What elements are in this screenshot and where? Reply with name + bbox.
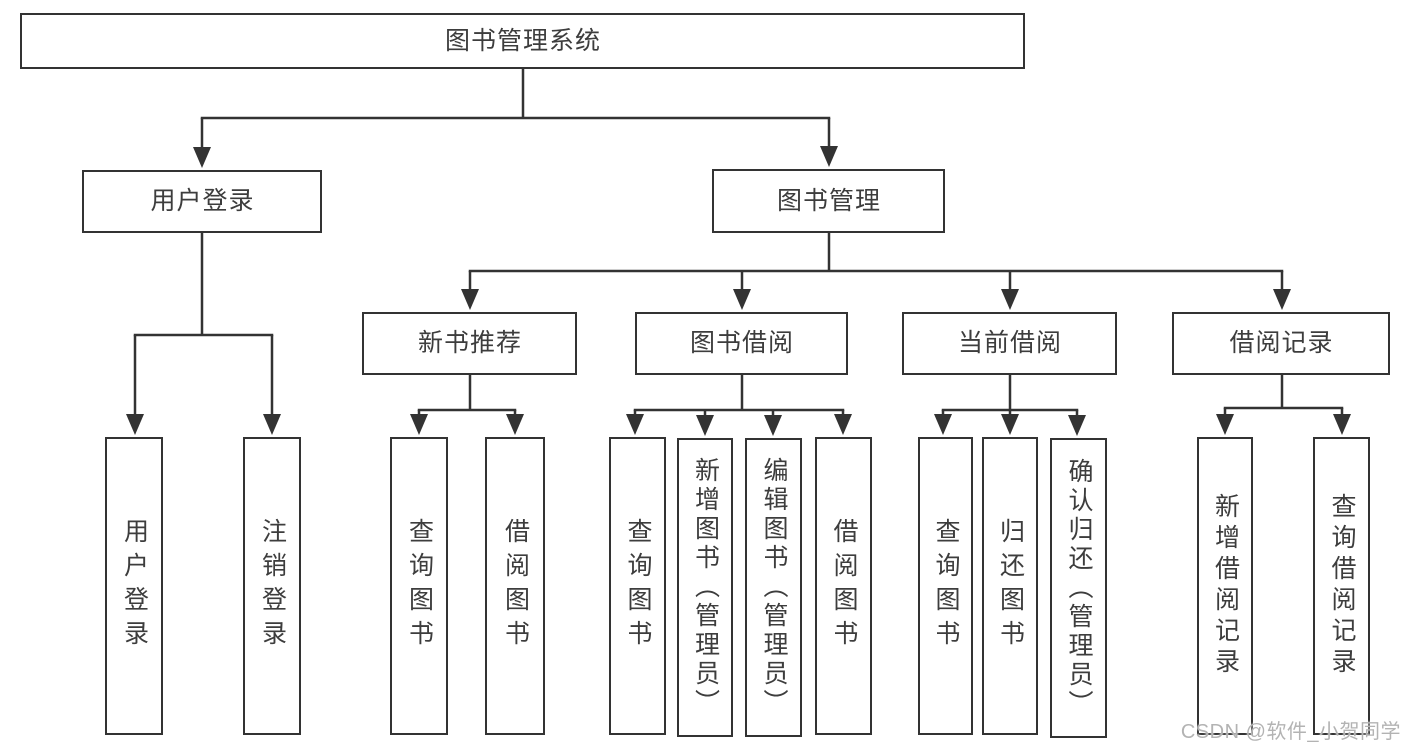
node-current-borrow: 当前借阅 bbox=[902, 312, 1117, 375]
arrowhead-icon bbox=[1216, 414, 1234, 435]
node-label: 查询借阅记录 bbox=[1328, 493, 1356, 679]
node-borrow-record: 借阅记录 bbox=[1172, 312, 1390, 375]
node-label: 新增借阅记录 bbox=[1211, 493, 1240, 679]
arrowhead-icon bbox=[696, 415, 714, 436]
node-label: 图书借阅 bbox=[689, 329, 794, 357]
node-leaf-cb-query-book: 查询图书 bbox=[918, 437, 973, 735]
arrowhead-icon bbox=[1333, 414, 1351, 435]
node-label: 当前借阅 bbox=[957, 329, 1062, 357]
node-leaf-cb-return-book: 归还图书 bbox=[982, 437, 1038, 735]
node-root: 图书管理系统 bbox=[20, 13, 1025, 69]
arrowhead-icon bbox=[934, 414, 952, 435]
arrowhead-icon bbox=[820, 146, 838, 167]
node-leaf-cb-confirm-return: 确认归还（管理员） bbox=[1050, 438, 1107, 738]
node-label: 编辑图书（管理员） bbox=[760, 457, 788, 718]
arrowhead-icon bbox=[461, 289, 479, 310]
node-label: 查询图书 bbox=[405, 518, 434, 654]
node-leaf-bb-add-book: 新增图书（管理员） bbox=[677, 438, 733, 737]
arrowhead-icon bbox=[263, 414, 281, 435]
node-leaf-rec-query-book: 查询图书 bbox=[390, 437, 448, 735]
arrowhead-icon bbox=[1068, 415, 1086, 436]
arrowhead-icon bbox=[764, 415, 782, 436]
arrowhead-icon bbox=[626, 414, 644, 435]
node-leaf-br-query-record: 查询借阅记录 bbox=[1313, 437, 1370, 735]
arrowhead-icon bbox=[733, 289, 751, 310]
node-label: 图书管理系统 bbox=[444, 26, 601, 55]
node-label: 查询图书 bbox=[624, 518, 652, 654]
node-label: 用户登录 bbox=[120, 518, 149, 654]
arrowhead-icon bbox=[1001, 289, 1019, 310]
node-leaf-bb-edit-book: 编辑图书（管理员） bbox=[745, 438, 802, 737]
arrowhead-icon bbox=[834, 414, 852, 435]
arrowhead-icon bbox=[1001, 414, 1019, 435]
node-book-borrow: 图书借阅 bbox=[635, 312, 848, 375]
node-leaf-bb-borrow-book: 借阅图书 bbox=[815, 437, 872, 735]
node-label: 图书管理 bbox=[776, 186, 881, 215]
node-label: 注销登录 bbox=[258, 518, 287, 654]
node-new-book-rec: 新书推荐 bbox=[362, 312, 577, 375]
arrowhead-icon bbox=[1273, 289, 1291, 310]
node-user-login: 用户登录 bbox=[82, 170, 322, 233]
node-label: 用户登录 bbox=[150, 187, 255, 215]
node-label: 新书推荐 bbox=[417, 329, 522, 357]
node-label: 新增图书（管理员） bbox=[691, 457, 720, 718]
node-leaf-br-add-record: 新增借阅记录 bbox=[1197, 437, 1253, 735]
arrowhead-icon bbox=[126, 414, 144, 435]
node-book-mgmt: 图书管理 bbox=[712, 169, 945, 233]
node-label: 查询图书 bbox=[932, 518, 960, 654]
arrowhead-icon bbox=[193, 147, 211, 168]
node-leaf-user-login: 用户登录 bbox=[105, 437, 163, 735]
node-leaf-logout: 注销登录 bbox=[243, 437, 301, 735]
node-label: 借阅图书 bbox=[501, 518, 530, 654]
node-label: 确认归还（管理员） bbox=[1065, 457, 1093, 719]
node-leaf-bb-query-book: 查询图书 bbox=[609, 437, 666, 735]
node-label: 借阅记录 bbox=[1229, 329, 1334, 357]
arrowhead-icon bbox=[410, 414, 428, 435]
node-label: 归还图书 bbox=[996, 518, 1025, 654]
node-label: 借阅图书 bbox=[830, 518, 858, 654]
arrowhead-icon bbox=[506, 414, 524, 435]
node-leaf-rec-borrow-book: 借阅图书 bbox=[485, 437, 545, 735]
